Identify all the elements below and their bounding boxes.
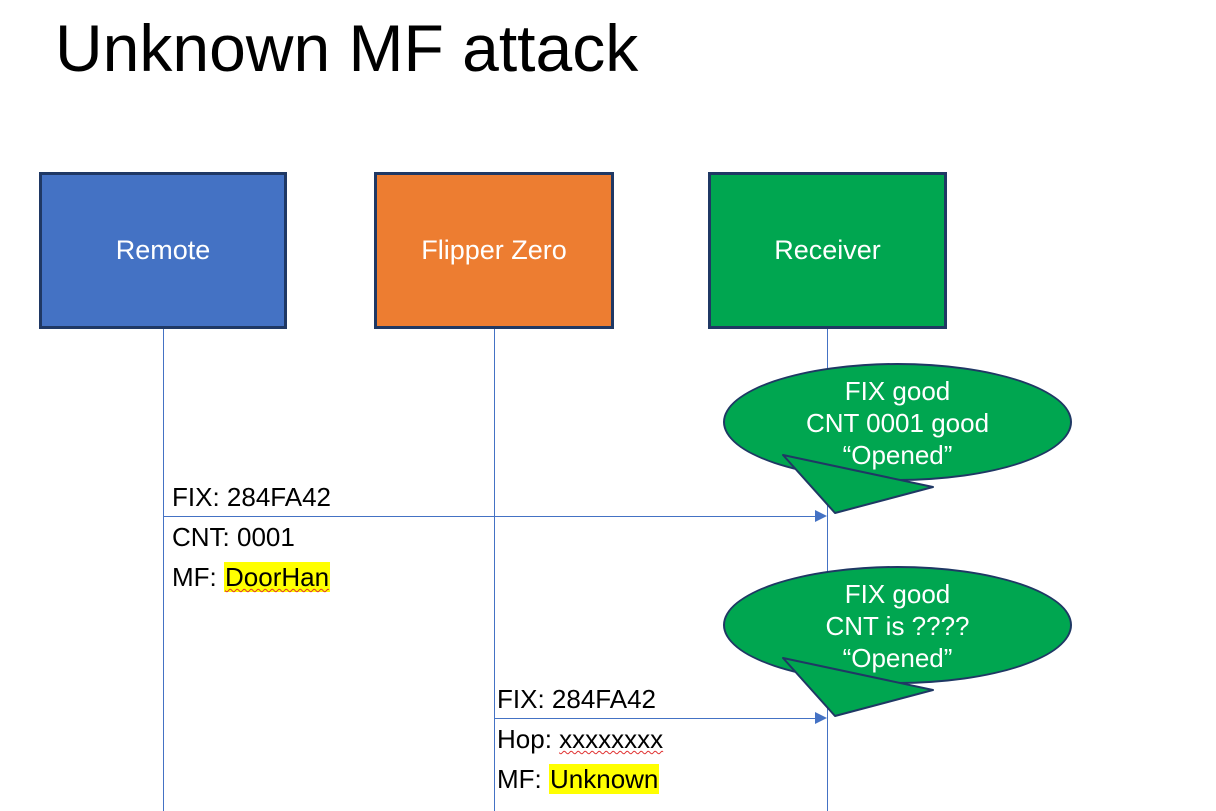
- message-line-fix: FIX: 284FA42: [497, 679, 663, 719]
- lifeline-receiver: [827, 328, 828, 811]
- message-line-mf: MF: DoorHan: [172, 557, 331, 597]
- actor-label-flipper-zero: Flipper Zero: [421, 234, 567, 265]
- arrow-head-icon: [815, 712, 827, 724]
- lifeline-remote: [163, 328, 164, 811]
- message-arrow-flipper-to-receiver: [494, 718, 815, 719]
- message-line-mf-value: Unknown: [549, 764, 660, 794]
- message-label-remote-to-receiver: FIX: 284FA42 CNT: 0001 MF: DoorHan: [172, 477, 331, 597]
- bubble-line-1: FIX good: [844, 376, 951, 406]
- bubble-line-1: FIX good: [844, 579, 951, 609]
- message-line-fix-label: FIX:: [172, 482, 227, 512]
- message-line-fix-label: FIX:: [497, 684, 552, 714]
- message-arrow-remote-to-receiver: [163, 516, 815, 517]
- speech-bubble-tail-icon: [782, 454, 934, 514]
- message-line-hop: Hop: xxxxxxxx: [497, 719, 663, 759]
- message-line-mf-label: MF:: [497, 764, 549, 794]
- message-line-cnt-value: 0001: [237, 522, 295, 552]
- speech-bubble-reply-1: FIX good CNT 0001 good “Opened”: [723, 363, 1072, 514]
- message-label-flipper-to-receiver: FIX: 284FA42 Hop: xxxxxxxx MF: Unknown: [497, 679, 663, 799]
- speech-bubble-tail-icon: [782, 657, 934, 717]
- speech-bubble-body: [723, 566, 1072, 684]
- actor-box-receiver[interactable]: Receiver: [708, 172, 947, 329]
- message-line-mf: MF: Unknown: [497, 759, 663, 799]
- speech-bubble-text-1: FIX good CNT 0001 good “Opened”: [723, 375, 1072, 471]
- actor-box-flipper-zero[interactable]: Flipper Zero: [374, 172, 614, 329]
- arrow-head-icon: [815, 510, 827, 522]
- speech-bubble-reply-2: FIX good CNT is ???? “Opened”: [723, 566, 1072, 717]
- message-line-cnt: CNT: 0001: [172, 517, 331, 557]
- lifeline-flipper: [494, 328, 495, 811]
- message-line-hop-label: Hop:: [497, 724, 560, 754]
- speech-bubble-text-2: FIX good CNT is ???? “Opened”: [723, 578, 1072, 674]
- actor-label-remote: Remote: [115, 234, 211, 265]
- message-line-fix: FIX: 284FA42: [172, 477, 331, 517]
- bubble-line-3: “Opened”: [842, 643, 953, 673]
- actor-label-receiver: Receiver: [774, 234, 881, 265]
- message-line-mf-value: DoorHan: [224, 562, 331, 592]
- message-line-mf-label: MF:: [172, 562, 224, 592]
- bubble-line-3: “Opened”: [842, 440, 953, 470]
- bubble-line-2: CNT 0001 good: [805, 408, 990, 438]
- actor-box-remote[interactable]: Remote: [39, 172, 287, 329]
- message-line-hop-value: xxxxxxxx: [559, 724, 664, 754]
- message-line-fix-value: 284FA42: [226, 482, 331, 512]
- page-title: Unknown MF attack: [55, 11, 639, 85]
- message-line-cnt-label: CNT:: [172, 522, 237, 552]
- bubble-line-2: CNT is ????: [825, 611, 970, 641]
- message-line-fix-value: 284FA42: [551, 684, 656, 714]
